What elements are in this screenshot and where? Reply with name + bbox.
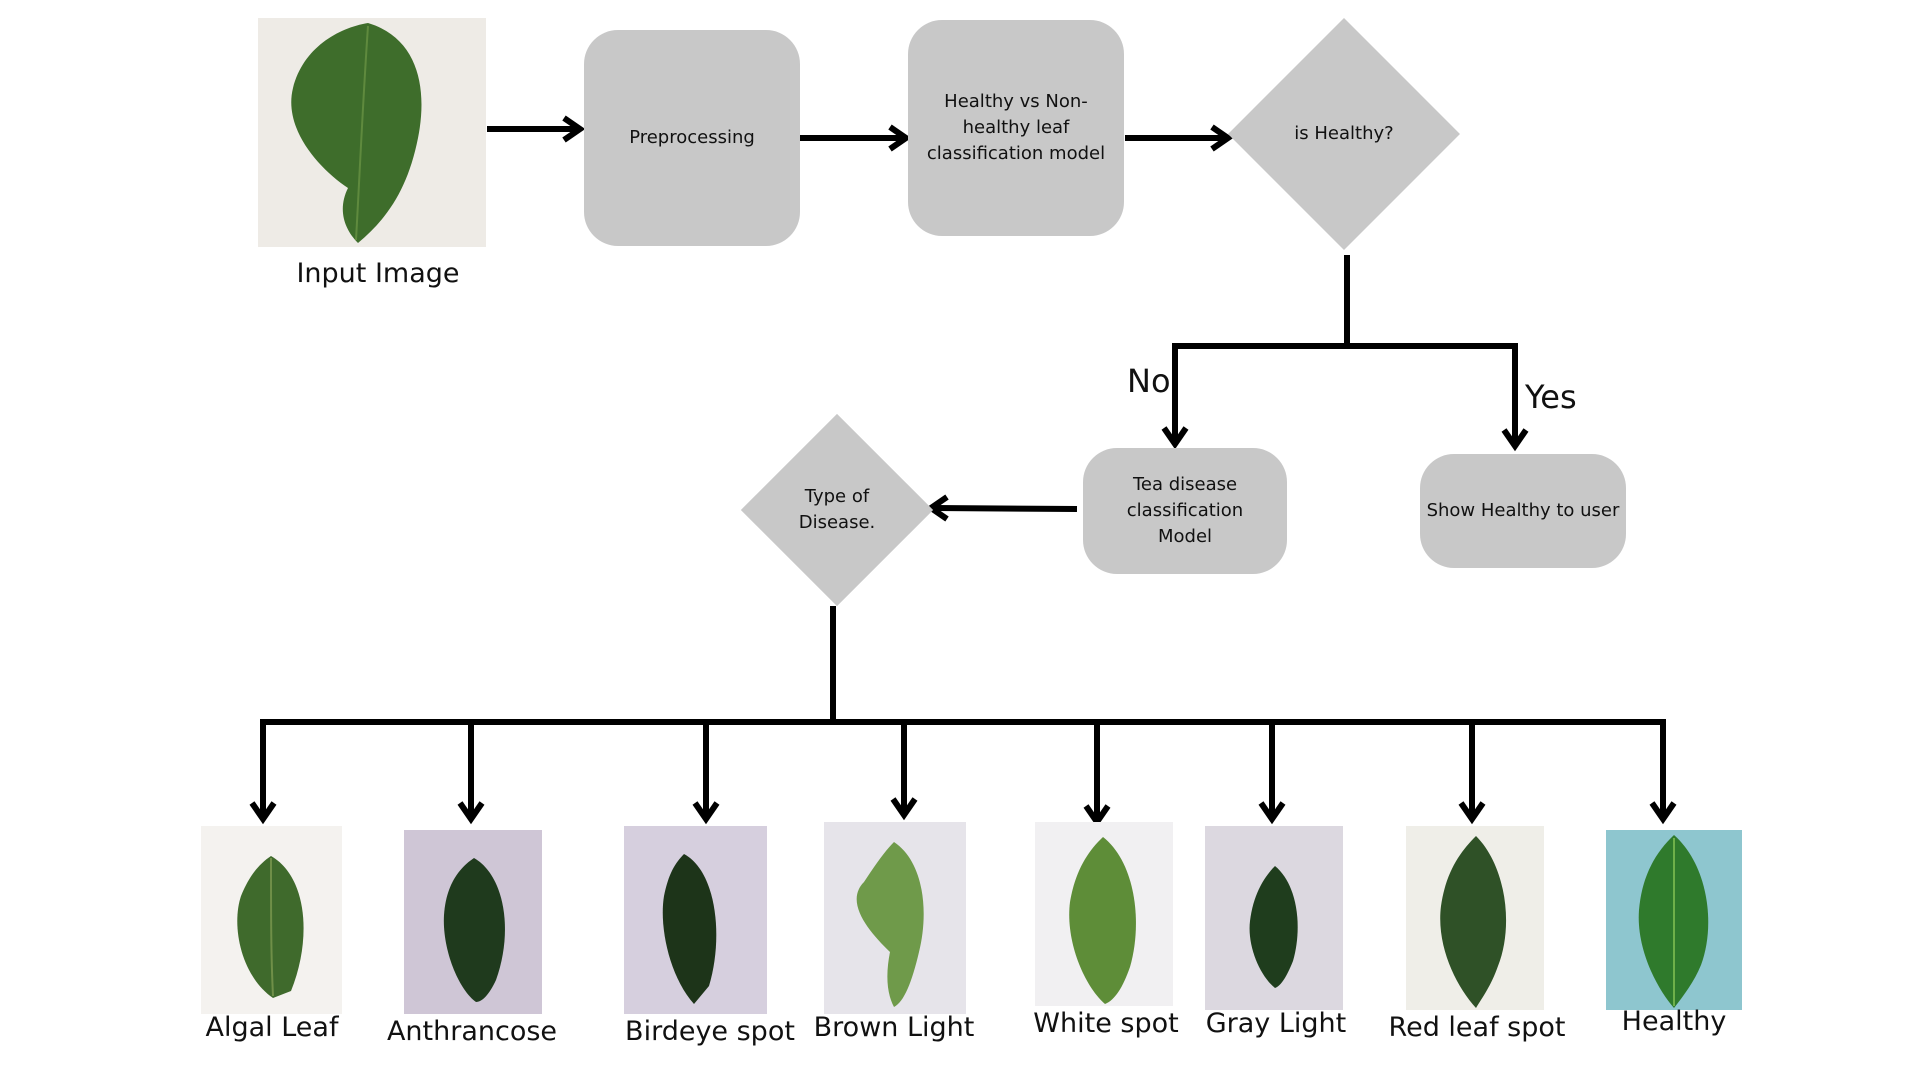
arrowhead: [890, 797, 918, 821]
class-image-white-spot: [1035, 822, 1173, 1006]
arrowhead: [1649, 801, 1677, 825]
leaf-icon: [824, 822, 966, 1014]
class-image-gray-light: [1205, 826, 1343, 1010]
leaf-icon: [1406, 826, 1544, 1010]
leaf-icon: [404, 830, 542, 1014]
arrowhead: [249, 801, 277, 825]
leaf-icon: [258, 18, 486, 247]
leaf-icon: [201, 826, 342, 1014]
class-label-healthy: Healthy: [1621, 1006, 1727, 1037]
leaf-icon: [624, 826, 767, 1014]
class-image-brown-light: [824, 822, 966, 1014]
branch-yes-label: Yes: [1525, 378, 1577, 416]
arrowhead: [562, 115, 586, 143]
arrowhead: [1161, 426, 1189, 450]
input-image-caption: Input Image: [296, 258, 460, 289]
leaf-icon: [1035, 822, 1173, 1006]
is-healthy-label: is Healthy?: [1294, 123, 1394, 144]
class-label-gray-light: Gray Light: [1205, 1008, 1347, 1039]
class-image-red-leaf-spot: [1406, 826, 1544, 1010]
arrowhead: [457, 801, 485, 825]
arrow-model-to-type: [934, 505, 1078, 512]
arrowhead: [1258, 801, 1286, 825]
arrowhead: [692, 801, 720, 825]
class-label-white-spot: White spot: [1033, 1008, 1179, 1039]
leaf-icon: [1205, 826, 1343, 1010]
leaf-icon: [1606, 830, 1742, 1010]
class-label-algal-leaf: Algal Leaf: [205, 1012, 339, 1043]
arrowhead: [1501, 428, 1529, 452]
healthy-classifier-node: Healthy vs Non- healthy leaf classificat…: [908, 20, 1124, 236]
arrowhead: [1210, 124, 1234, 152]
preprocessing-node: Preprocessing: [584, 30, 800, 246]
class-image-anthrancose: [404, 830, 542, 1014]
class-image-birdeye-spot: [624, 826, 767, 1014]
branch-no-label: No: [1127, 362, 1171, 400]
class-label-birdeye-spot: Birdeye spot: [625, 1016, 795, 1047]
class-image-healthy: [1606, 830, 1742, 1010]
input-leaf-image: [258, 18, 486, 247]
show-healthy-node: Show Healthy to user: [1420, 454, 1626, 568]
arrowhead: [888, 124, 912, 152]
tea-disease-model-node: Tea disease classification Model: [1083, 448, 1287, 574]
arrowhead: [1458, 801, 1486, 825]
type-of-disease-label: Type of Disease.: [798, 486, 876, 533]
class-label-anthrancose: Anthrancose: [386, 1016, 558, 1047]
class-label-brown-light: Brown Light: [813, 1012, 975, 1043]
class-image-algal-leaf: [201, 826, 342, 1014]
class-label-red-leaf-spot: Red leaf spot: [1388, 1012, 1566, 1043]
